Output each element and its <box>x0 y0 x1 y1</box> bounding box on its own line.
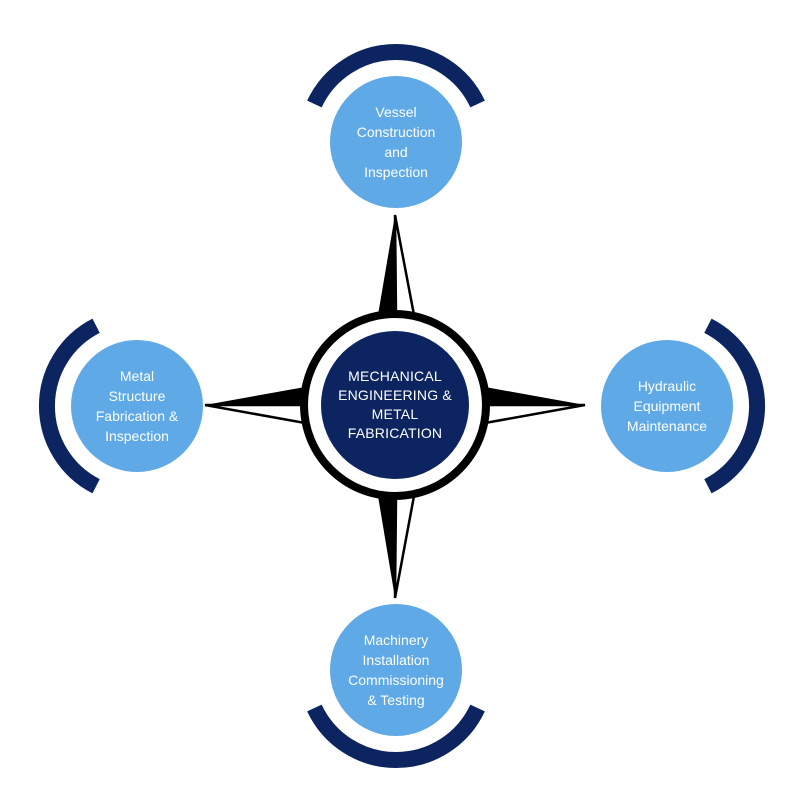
node-bottom-label: Machinery Installation Commissioning & T… <box>331 624 461 716</box>
node-left-label-text: Metal Structure Fabrication & Inspection <box>95 368 179 444</box>
node-top-label: Vessel Construction and Inspection <box>336 96 456 188</box>
needle-top-dark <box>378 215 396 315</box>
arc-left <box>38 318 100 494</box>
needle-right-dark <box>485 387 585 405</box>
arc-right <box>704 318 766 494</box>
node-right-label-text: Hydraulic Equipment Maintenance <box>626 378 708 434</box>
node-right-circle <box>601 340 733 472</box>
compass-needles <box>204 214 586 599</box>
arc-bottom <box>307 704 485 769</box>
needle-bottom-light <box>393 494 416 599</box>
node-top-label-text: Vessel Construction and Inspection <box>356 104 436 180</box>
needle-left-dark <box>205 387 305 405</box>
node-left-label: Metal Structure Fabrication & Inspection <box>72 360 202 452</box>
node-left-circle <box>71 340 203 472</box>
needle-top-light <box>393 214 416 317</box>
needle-right-light <box>483 403 586 425</box>
node-bottom-label-text: Machinery Installation Commissioning & T… <box>348 632 444 708</box>
needle-left-light <box>204 403 307 425</box>
arc-top <box>307 43 485 108</box>
hub-label: MECHANICAL ENGINEERING & METAL FABRICATI… <box>330 355 460 455</box>
node-right-label: Hydraulic Equipment Maintenance <box>602 372 732 440</box>
node-bottom-circle <box>330 604 462 736</box>
hub-label-text: MECHANICAL ENGINEERING & METAL FABRICATI… <box>338 368 452 441</box>
node-top-circle <box>330 76 462 208</box>
needle-bottom-dark <box>378 496 396 598</box>
hub-circle <box>321 331 469 479</box>
